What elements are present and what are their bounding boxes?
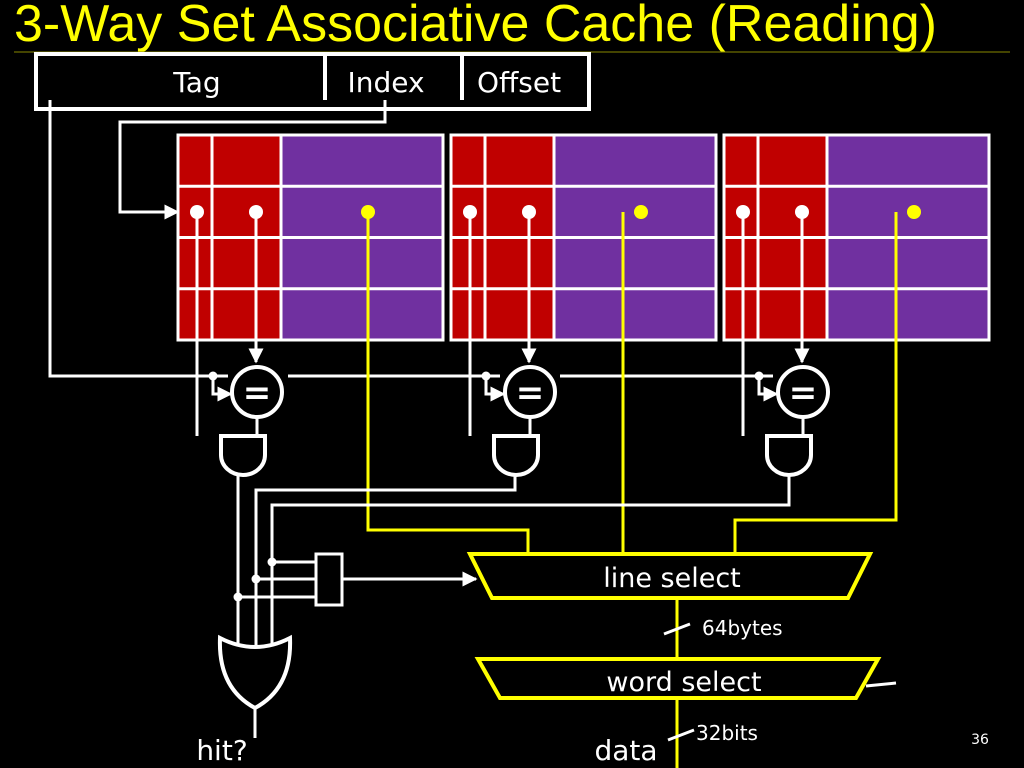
page-title: 3-Way Set Associative Cache (Reading) [14, 0, 937, 53]
line-width-label: 64bytes [702, 616, 783, 640]
line-select-mux: line select [466, 552, 874, 600]
and-gate [219, 434, 267, 477]
and-gate [492, 434, 540, 477]
offset-select-wire [865, 681, 897, 688]
tag-comparator [230, 365, 284, 419]
way-compare-logic: = [741, 212, 830, 477]
way-encoder [314, 552, 344, 607]
word-select-label: word select [606, 667, 761, 698]
comparator-symbol: = [243, 373, 272, 413]
line-select-label: line select [603, 563, 741, 594]
or-gate [217, 634, 293, 711]
tag-field-label: Tag [172, 66, 220, 99]
word-select-mux: word select [474, 657, 882, 700]
data-dot [634, 205, 648, 219]
and-gate [765, 434, 813, 477]
offset-field-label: Offset [477, 66, 561, 99]
index-field-label: Index [347, 66, 424, 99]
cache-way [449, 133, 718, 342]
tag-comparator [776, 365, 830, 419]
bus-width-tick [667, 728, 695, 742]
cache-way [722, 133, 991, 342]
address-register: Tag Index Offset [34, 52, 591, 111]
hit-logic [236, 475, 791, 738]
junction-dots [233, 557, 277, 602]
comparator-symbol: = [789, 373, 818, 413]
word-width-label: 32bits [696, 721, 758, 745]
way-compare-logic: = [468, 212, 557, 477]
tag-wire [48, 100, 228, 378]
data-output-label: data [594, 734, 657, 767]
way-logic: = = = [195, 212, 830, 477]
slide-number: 36 [971, 732, 989, 748]
cache-ways [176, 133, 991, 342]
way-compare-logic: = [195, 212, 284, 477]
cache-way [176, 133, 445, 342]
index-wire [118, 100, 387, 220]
data-path [366, 212, 898, 768]
tag-comparator [503, 365, 557, 419]
comparator-symbol: = [516, 373, 545, 413]
hit-output-label: hit? [196, 734, 247, 767]
bus-width-tick [663, 622, 691, 636]
data-dot [907, 205, 921, 219]
